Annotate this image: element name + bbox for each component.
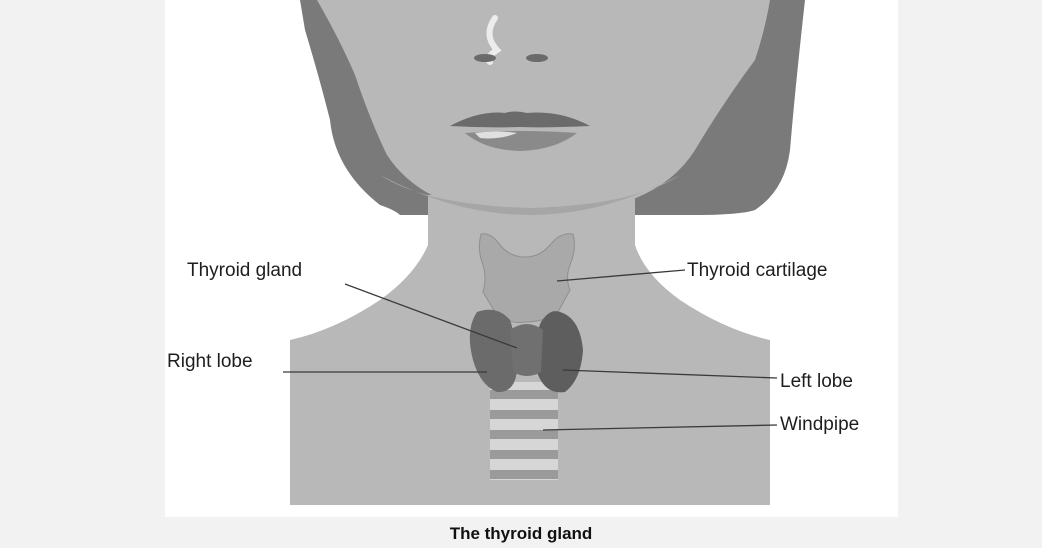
label-left-lobe: Left lobe [780,371,853,392]
isthmus-shape [510,324,543,376]
label-thyroid-cartilage: Thyroid cartilage [687,260,827,281]
label-windpipe: Windpipe [780,414,859,435]
label-right-lobe: Right lobe [167,351,253,372]
windpipe-shape [490,382,558,480]
diagram-illustration: Thyroid gland Thyroid cartilage Right lo… [165,0,898,517]
right-nostril [526,54,548,62]
left-nostril [474,54,496,62]
label-thyroid-gland: Thyroid gland [187,260,302,281]
figure-caption: The thyroid gland [0,524,1042,544]
thyroid-diagram: Thyroid gland Thyroid cartilage Right lo… [165,0,898,517]
